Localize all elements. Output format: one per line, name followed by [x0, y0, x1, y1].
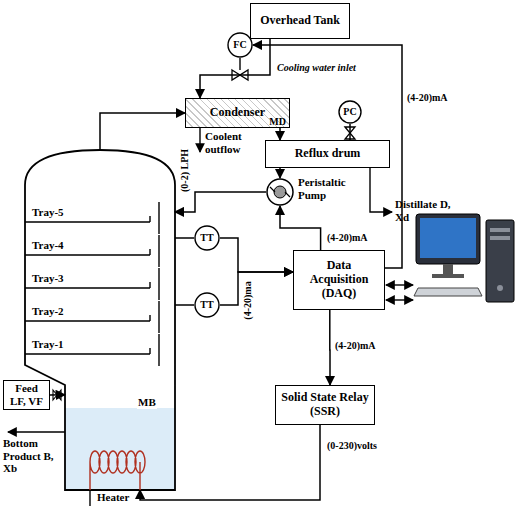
signal-label: (4-20)mA: [326, 232, 369, 243]
valve-stem: [239, 58, 240, 70]
node-text: PC: [343, 106, 356, 118]
connector-line: [220, 272, 293, 305]
node-text: TT: [200, 232, 213, 244]
product-label: Bottom Product B, Xb: [3, 437, 63, 475]
coolant-outflow-line: [199, 128, 200, 152]
product-label: Distillate D, Xd: [395, 198, 467, 223]
node-text: Peristaltic Pump: [298, 176, 362, 201]
daq-pc-link: [386, 299, 413, 300]
column-outline: [25, 150, 175, 490]
tray-plate: [25, 235, 159, 267]
computer-icon: [414, 214, 514, 302]
signal-label: (4-20)ma: [241, 280, 252, 320]
node-text: Reflux drum: [295, 147, 361, 161]
feed-box: Feed LF, VF: [3, 380, 50, 410]
circle-outline: [228, 33, 252, 57]
connector-line: [279, 128, 281, 140]
circle-outline: [339, 101, 361, 123]
daq-box: Data Acquisition (DAQ): [293, 250, 385, 310]
bottom-liquid: [65, 408, 175, 490]
connector-line: [175, 237, 194, 239]
connector-line: [175, 304, 194, 306]
node-text: Solid State Relay (SSR): [279, 391, 371, 419]
signal-label: (0-2) LPH: [179, 147, 190, 192]
relay-box: Solid State Relay (SSR): [275, 385, 375, 425]
circle-outline: [195, 293, 219, 317]
stream-label: Coolent outflow: [205, 130, 265, 155]
signal-label: Cooling water inlet: [276, 62, 357, 73]
condenser-box: CondenserMD: [185, 98, 290, 128]
heater-lead: [89, 490, 90, 506]
circle-outline: [195, 226, 219, 250]
connector-line: [253, 45, 402, 268]
node-text: Condenser: [210, 106, 265, 120]
bottom-product-line: [8, 431, 65, 432]
node-text: FC: [233, 39, 246, 51]
signal-label: (0-230)volts: [326, 440, 378, 451]
connector-line: [220, 238, 293, 272]
distillation-column: Tray-5Tray-4Tray-3Tray-2Tray-1MB: [25, 150, 175, 490]
signal-label: (4-20)mA: [406, 92, 449, 103]
node-text: Feed LF, VF: [7, 382, 46, 407]
heater-coil: [90, 451, 145, 490]
transmitter-circle: TT: [194, 225, 220, 251]
connector-line: [175, 192, 266, 212]
node-text: Data Acquisition (DAQ): [297, 259, 381, 300]
connector-line: [280, 206, 321, 250]
transmitter-circle: TT: [194, 292, 220, 318]
tray-label: Tray-4: [31, 239, 65, 252]
tray-plate: [25, 202, 159, 234]
connector-line: [100, 113, 185, 150]
pump-outline: [267, 179, 293, 205]
tray-plate: [25, 334, 159, 366]
node-text: MD: [269, 116, 286, 128]
tray-plate: [25, 268, 159, 300]
tray-plate: [25, 301, 159, 333]
pump-outline: [266, 178, 294, 206]
tray-label: Tray-1: [31, 338, 65, 351]
distillate-line: [370, 168, 392, 212]
tray-label: Tray-3: [31, 272, 65, 285]
drum-box: Reflux drum: [265, 140, 390, 168]
node-text: Overhead Tank: [260, 14, 340, 28]
tray-label: MB: [137, 396, 157, 409]
controller-circle: FC: [227, 32, 253, 58]
connector-line: [279, 168, 281, 178]
part-name: Heater: [97, 491, 139, 504]
connector-line: [349, 124, 351, 140]
column-outline: [25, 150, 175, 490]
tank-box: Overhead Tank: [250, 3, 350, 39]
controller-circle: PC: [338, 100, 362, 124]
daq-pc-link: [386, 284, 413, 285]
pump-rotor: [274, 186, 286, 198]
pump-symbol: Peristaltic Pump: [266, 178, 366, 206]
connector-line: [50, 394, 65, 396]
pump-rotor: [270, 187, 290, 197]
connector-line: [329, 310, 331, 385]
tray-label: Tray-2: [31, 305, 65, 318]
node-text: TT: [200, 299, 213, 311]
tray-label: Tray-5: [31, 206, 65, 219]
signal-label: (4-20)mA: [334, 340, 377, 351]
connector-line: [200, 39, 270, 98]
